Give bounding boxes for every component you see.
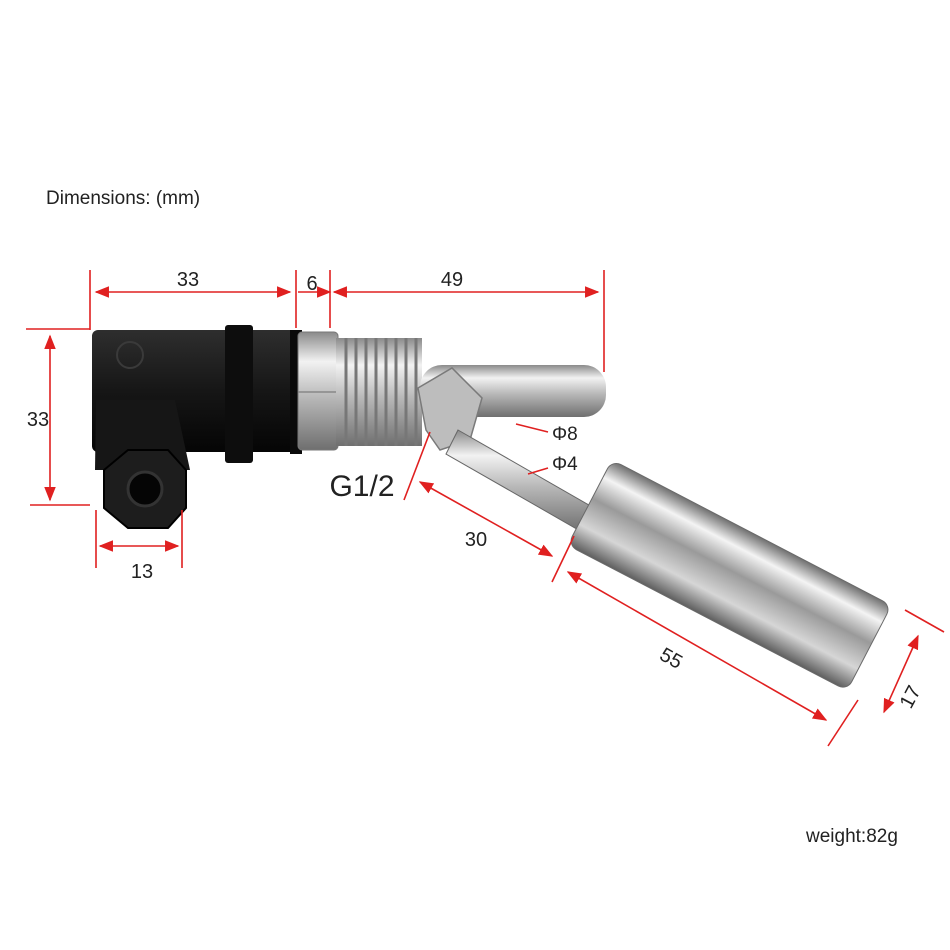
dim-housing-height: 33	[27, 409, 49, 431]
dim-rod-length: 30	[465, 529, 487, 551]
dim-gland-width: 13	[131, 561, 153, 583]
dim-float-length: 55	[656, 644, 686, 674]
float-switch-photo	[92, 325, 889, 688]
dim-float-diameter: 17	[896, 682, 926, 712]
thread-section	[336, 338, 422, 446]
float-cylinder	[570, 462, 889, 688]
dim-stem-length: 49	[441, 269, 463, 291]
rod	[445, 429, 595, 533]
dimensions-title: Dimensions: (mm)	[46, 188, 201, 209]
dim-rod-diameter: Φ4	[552, 454, 578, 475]
dim-nut-width: 6	[306, 273, 317, 295]
thread-size-label: G1/2	[329, 470, 394, 503]
weight-label: weight:82g	[806, 826, 898, 847]
connector-housing	[92, 325, 302, 529]
dim-stem-diameter: Φ8	[552, 424, 578, 445]
dimension-lines	[26, 270, 945, 747]
hex-nut	[297, 331, 339, 451]
dim-housing-length: 33	[177, 269, 199, 291]
